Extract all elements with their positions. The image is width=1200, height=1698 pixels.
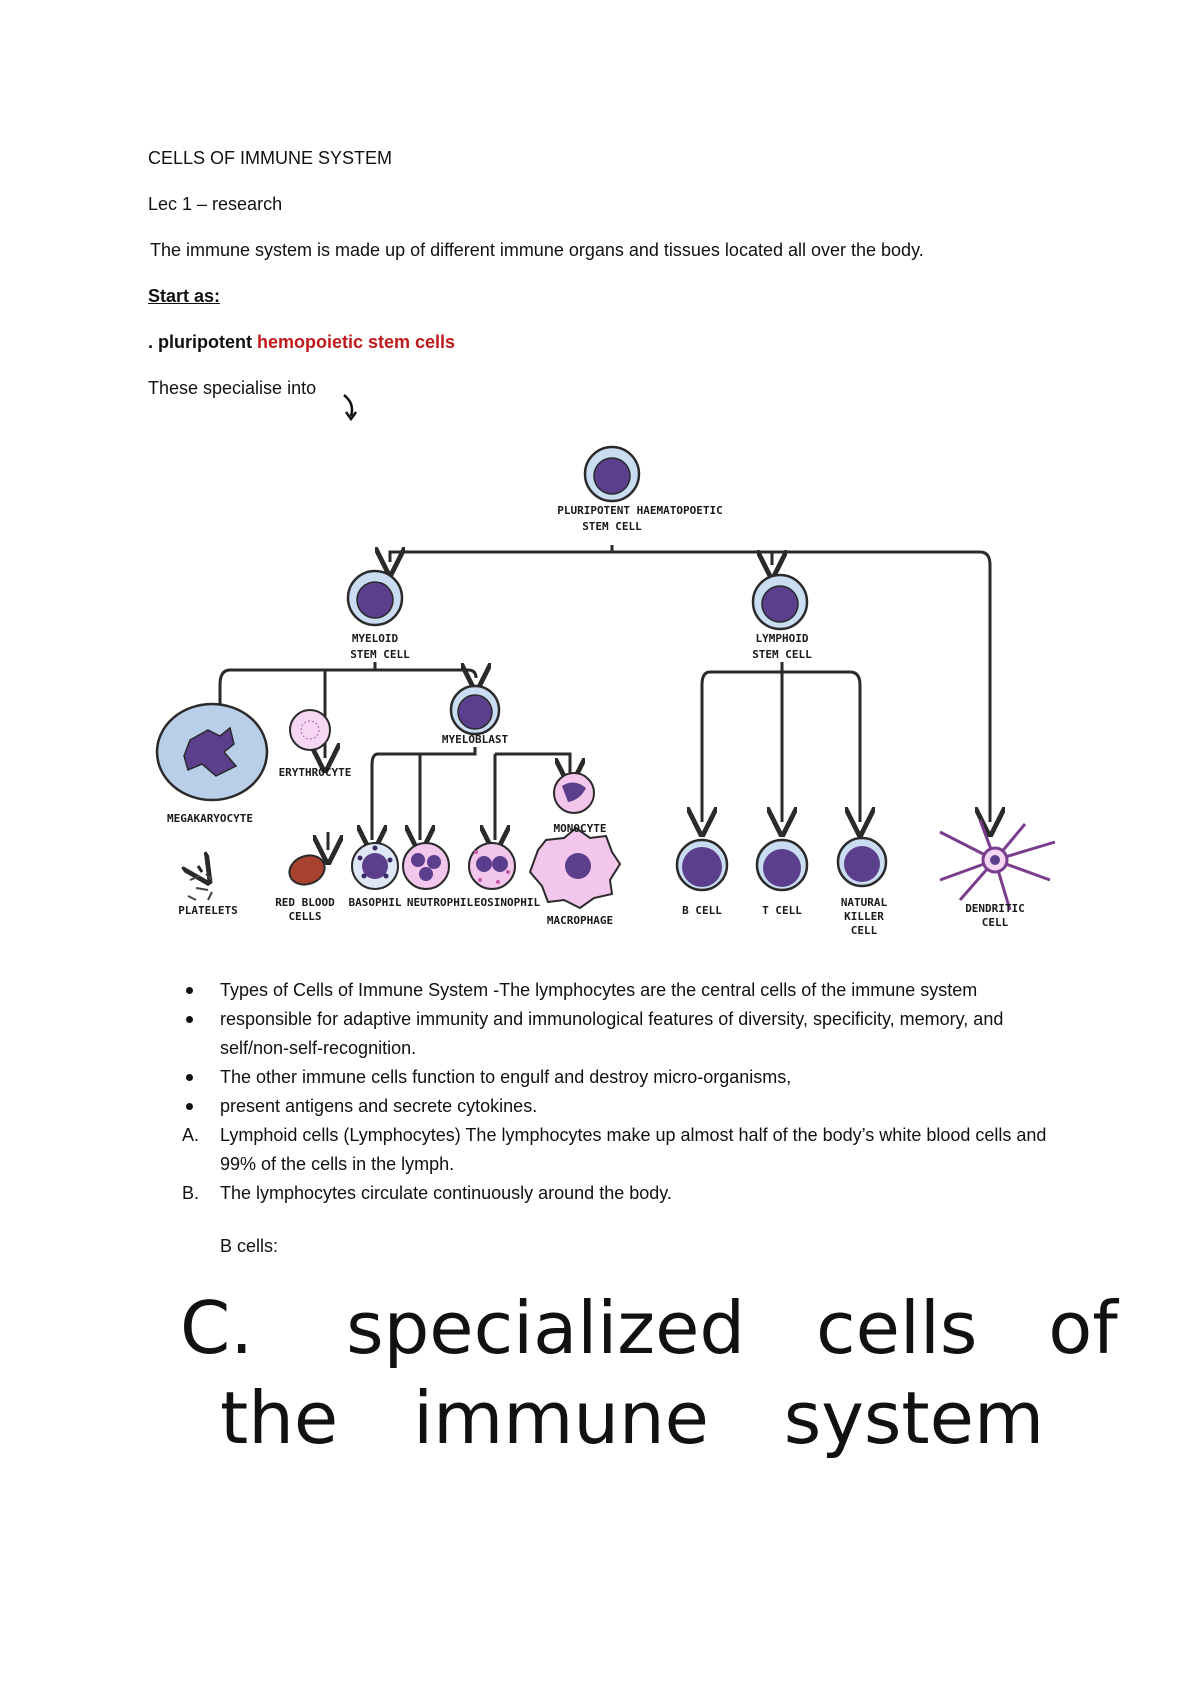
cell-lineage-diagram: PLURIPOTENT HAEMATOPOETIC STEM CELL MYEL…	[155, 445, 1056, 937]
label-neutrophil: NEUTROPHIL	[407, 896, 474, 909]
myeloid-stem-cell	[346, 569, 404, 627]
label-macrophage: MACROPHAGE	[547, 914, 613, 927]
list-item-text: responsible for adaptive immunity and im…	[220, 1009, 1004, 1058]
lymphoid-stem-cell	[751, 573, 809, 631]
list-item-text: The other immune cells function to engul…	[220, 1067, 792, 1087]
list-item: present antigens and secrete cytokines.	[160, 1092, 1060, 1121]
list-item: A. Lymphoid cells (Lymphocytes) The lymph…	[160, 1121, 1060, 1179]
stem-cell-root	[583, 445, 641, 503]
bullet-icon	[186, 1103, 193, 1110]
specialise-text: These specialise into	[148, 378, 317, 398]
intro-text: The immune system is made up of differen…	[150, 240, 924, 260]
curved-arrow-icon	[343, 394, 358, 422]
section-heading-line-1: C. specialized cells of	[180, 1286, 1118, 1370]
stem-prefix: . pluripotent	[148, 332, 257, 352]
label-platelets: PLATELETS	[178, 904, 238, 917]
cell-types-list: Types of Cells of Immune System -The lym…	[160, 976, 1060, 1208]
stem-highlight: hemopoietic stem cells	[256, 332, 456, 352]
list-item-text: present antigens and secrete cytokines.	[220, 1096, 538, 1116]
list-item-text: Types of Cells of Immune System -The lym…	[220, 980, 978, 1000]
stem-cell-line: . pluripotent hemopoietic stem cells	[148, 332, 455, 353]
label-myeloid-2: STEM CELL	[350, 648, 410, 661]
macrophage-cell	[528, 826, 622, 910]
list-item: Types of Cells of Immune System -The lym…	[160, 976, 1060, 1005]
nk-cell	[836, 836, 888, 888]
label-root-2: STEM CELL	[582, 520, 642, 533]
label-myeloid: MYELOID	[352, 632, 399, 645]
bullet-icon	[186, 1074, 193, 1081]
label-basophil: BASOPHIL	[349, 896, 402, 909]
heading-word: system	[783, 1376, 1045, 1460]
label-eosinophil: EOSINOPHIL	[474, 896, 541, 909]
heading-word: of	[1048, 1286, 1118, 1370]
t-cell	[755, 838, 809, 892]
list-item: responsible for adaptive immunity and im…	[160, 1005, 1060, 1063]
basophil-cell	[351, 842, 399, 890]
bullet-icon	[186, 987, 193, 994]
label-rbc: RED BLOOD	[275, 896, 335, 909]
label-lymphoid: LYMPHOID	[756, 632, 809, 645]
label-nk-2: KILLER	[844, 910, 884, 923]
heading-word: the	[220, 1376, 339, 1460]
label-nk-1: NATURAL	[841, 896, 888, 909]
monocyte-cell	[553, 772, 595, 814]
doc-title: CELLS OF IMMUNE SYSTEM	[148, 148, 393, 168]
bullet-icon	[186, 1016, 193, 1023]
b-cell	[675, 838, 729, 892]
label-monocyte: MONOCYTE	[554, 822, 607, 835]
list-item-text: Lymphoid cells (Lymphocytes) The lymphoc…	[220, 1125, 1047, 1174]
eosinophil-cell	[468, 842, 516, 890]
myeloblast-cell	[449, 684, 501, 736]
list-marker: B.	[182, 1183, 200, 1203]
label-root: PLURIPOTENT HAEMATOPOETIC	[557, 504, 723, 517]
label-nk-3: CELL	[851, 924, 878, 937]
heading-marker: C.	[180, 1286, 254, 1370]
list-item: The other immune cells function to engul…	[160, 1063, 1060, 1092]
list-marker: A.	[182, 1125, 200, 1145]
erythrocyte-cell	[289, 709, 331, 751]
label-t-cell: T CELL	[762, 904, 802, 917]
dendritic-cell	[939, 819, 1056, 911]
label-erythrocyte: ERYTHROCYTE	[279, 766, 352, 779]
megakaryocyte-cell	[155, 702, 269, 802]
start-heading: Start as:	[148, 286, 221, 306]
label-dendritic: DENDRITIC	[965, 902, 1025, 915]
heading-word: specialized	[346, 1286, 746, 1370]
list-item: B. The lymphocytes circulate continuously…	[160, 1179, 1060, 1208]
label-lymphoid-2: STEM CELL	[752, 648, 812, 661]
label-myeloblast: MYELOBLAST	[442, 733, 509, 746]
neutrophil-cell	[402, 842, 450, 890]
lecture-label: Lec 1 – research	[148, 194, 283, 214]
label-megakaryocyte: MEGAKARYOCYTE	[167, 812, 253, 825]
b-cells-label: B cells:	[220, 1236, 279, 1256]
heading-word: immune	[413, 1376, 709, 1460]
label-rbc-2: CELLS	[288, 910, 321, 923]
connector-lines	[198, 545, 990, 872]
list-item-text: The lymphocytes circulate continuously a…	[220, 1183, 672, 1203]
heading-word: cells	[815, 1286, 978, 1370]
red-blood-cell	[288, 854, 326, 886]
label-dendritic-2: CELL	[982, 916, 1009, 929]
platelets-icon	[187, 873, 213, 901]
section-heading-line-2: the immune system	[220, 1376, 1044, 1460]
label-b-cell: B CELL	[682, 904, 722, 917]
